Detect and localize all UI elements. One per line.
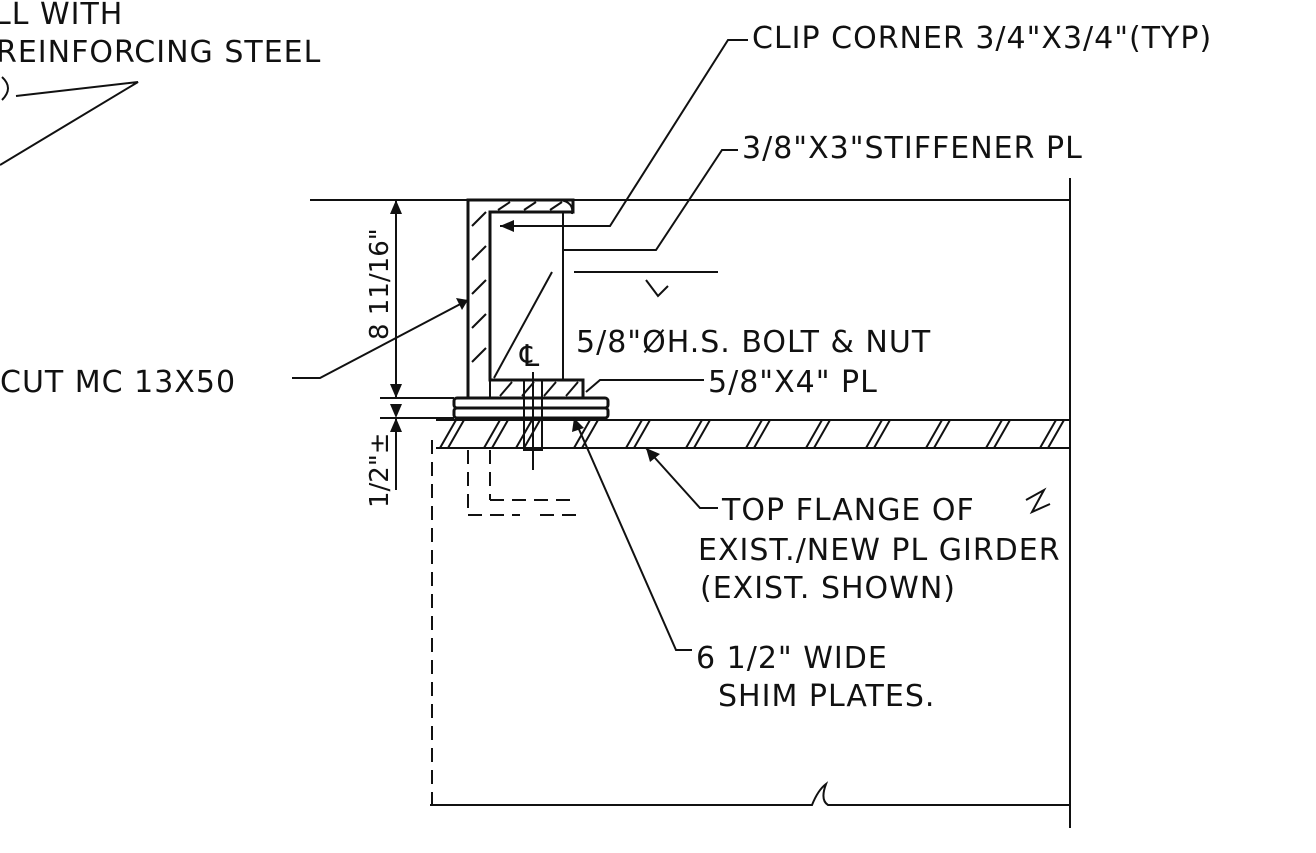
note-reinforcing-steel: REINFORCING STEEL — [0, 35, 321, 70]
clip-corner-leader — [500, 39, 748, 227]
shim-dimension — [380, 404, 454, 490]
bolt-label: 5/8"ØH.S. BOLT & NUT — [576, 325, 931, 360]
flange-label-1: TOP FLANGE OF — [721, 493, 975, 528]
note-fill-with: LL WITH — [0, 0, 123, 32]
height-dimension — [380, 200, 454, 399]
stiffener-leader — [564, 149, 738, 251]
flange-leader — [645, 447, 718, 509]
stiffener-label: 3/8"X3"STIFFENER PL — [742, 131, 1083, 166]
shim-label-1: 6 1/2" WIDE — [696, 641, 888, 676]
shim-leader — [573, 417, 692, 651]
shim-dim-text: 1/2"± — [365, 432, 395, 508]
top-flange — [436, 419, 1070, 449]
flange-label-3: (EXIST. SHOWN) — [700, 571, 956, 606]
break-symbol — [1025, 487, 1051, 515]
shim-label-2: SHIM PLATES. — [718, 679, 935, 714]
plate-leader — [585, 379, 704, 393]
deck-bottom-break — [430, 781, 1070, 806]
bolt-leader — [493, 271, 553, 379]
leader-reinforcing — [0, 76, 139, 166]
clip-corner-label: CLIP CORNER 3/4"X3/4"(TYP) — [752, 21, 1212, 56]
shim-plates — [452, 396, 610, 420]
hidden-girder-web — [467, 450, 578, 516]
check-mark — [645, 279, 669, 298]
centerline-symbol: ℄ — [519, 339, 540, 374]
height-dim-text: 8 11/16" — [365, 228, 395, 340]
flange-label-2: EXIST./NEW PL GIRDER — [698, 533, 1061, 568]
bottom-plate — [489, 379, 584, 399]
cut-mc-label: CUT MC 13X50 — [0, 365, 236, 400]
cut-mc-leader — [292, 299, 469, 379]
plate-label: 5/8"X4" PL — [708, 365, 878, 400]
